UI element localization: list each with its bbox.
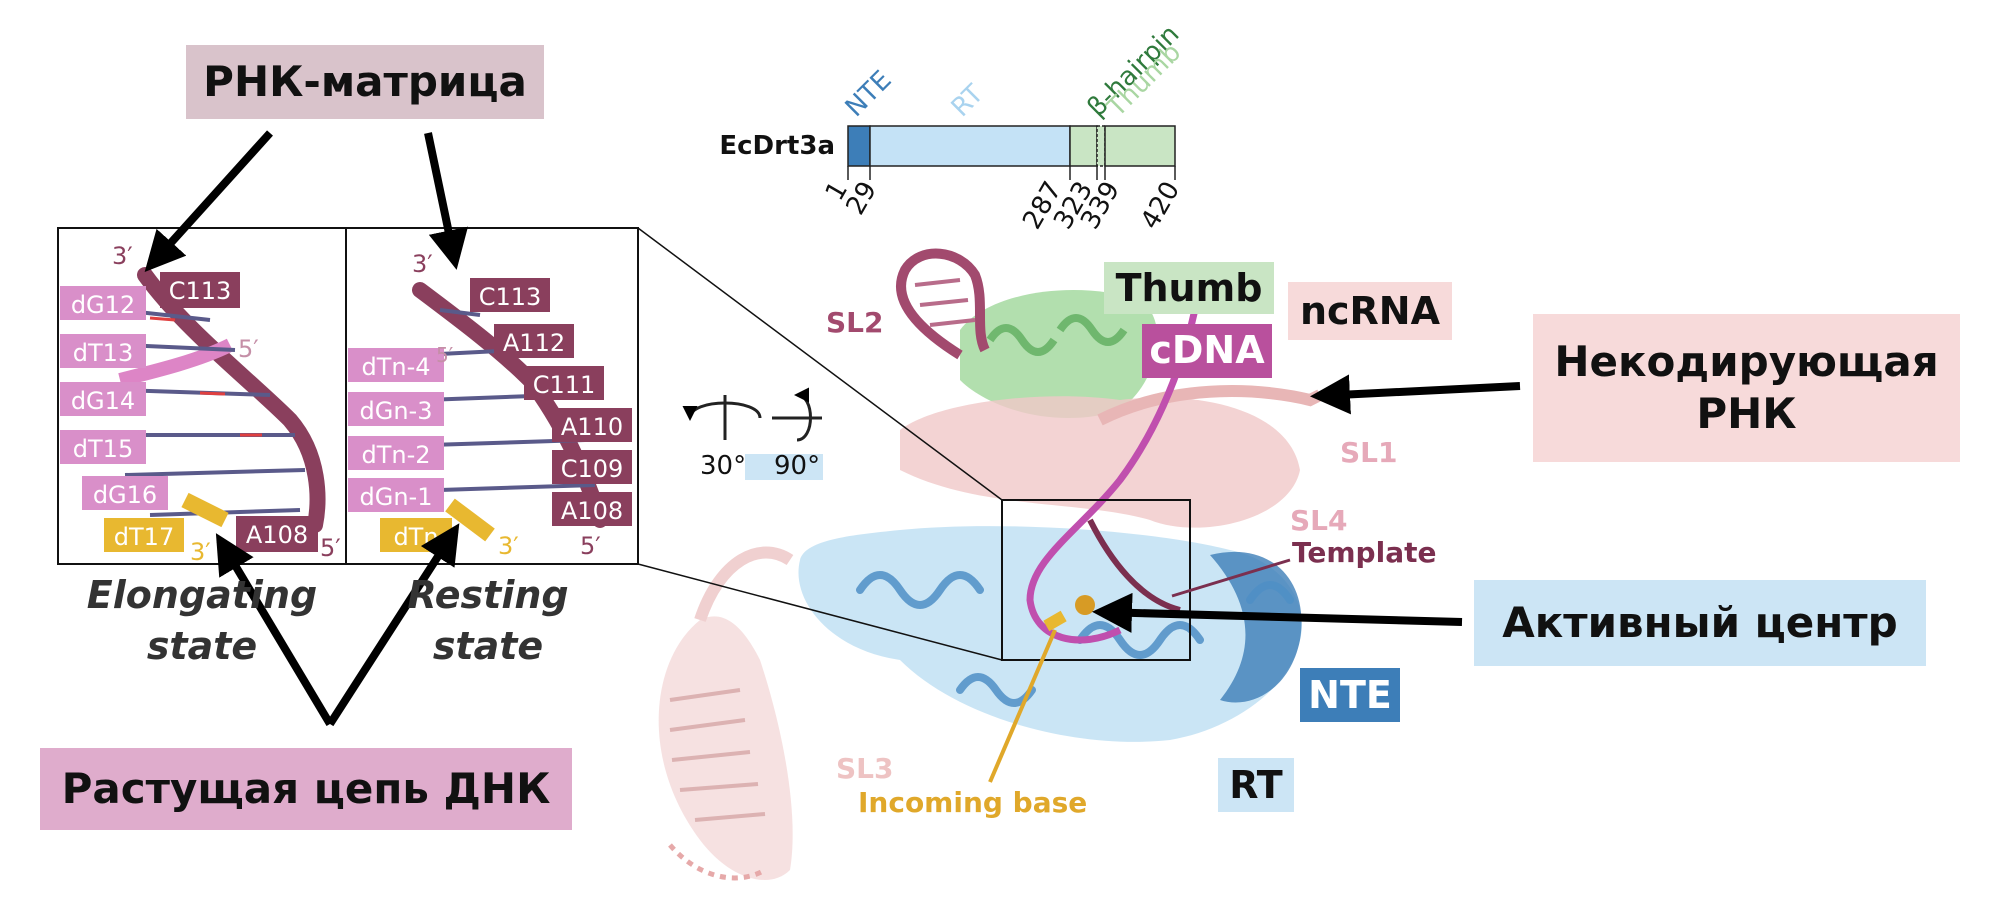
primer-label: dTn-2	[361, 441, 430, 469]
template-label: C113	[479, 283, 542, 311]
primer-label: dGn-3	[360, 397, 433, 425]
end-label: 3′	[412, 250, 433, 278]
callout-text-line1: Некодирующая	[1554, 336, 1939, 386]
incoming-label: dT17	[114, 523, 174, 551]
callout-text-line2: РНК	[1696, 389, 1797, 438]
callout-active-center: Активный центр	[1474, 580, 1926, 666]
end-label: 5′	[436, 343, 454, 367]
tick-29: 29	[841, 177, 884, 221]
end-label: 3′	[112, 242, 133, 270]
label-incoming-base: Incoming base	[858, 786, 1087, 819]
template-label: A108	[246, 521, 308, 549]
resting-labels: dTn-4 dGn-3 dTn-2 dGn-1 dTn C113 A112 C1…	[348, 250, 632, 560]
template-label: C113	[169, 277, 232, 305]
tick-420: 420	[1135, 177, 1186, 235]
template-label: A112	[503, 329, 565, 357]
end-label: 5′	[238, 335, 259, 363]
structure-labels: Thumb ncRNA cDNA SL2 SL1 SL4 SL3 Templat…	[826, 262, 1452, 819]
state-line2: state	[432, 624, 544, 669]
template-label: A110	[561, 413, 623, 441]
callout-text: РНК-матрица	[203, 56, 527, 106]
incoming-label: dTn	[393, 523, 438, 551]
domain-label-nte: NTE	[840, 65, 898, 123]
annotation-arrows	[144, 130, 1521, 727]
primer-label: dT13	[73, 339, 133, 367]
state-resting: Resting state	[368, 570, 608, 673]
label-sl2: SL2	[826, 306, 884, 339]
domain-hairpin	[1096, 125, 1106, 167]
state-line2: state	[146, 624, 258, 669]
state-line1: Elongating	[86, 573, 318, 617]
structure-illustration	[658, 248, 1323, 881]
domain-thumb	[1104, 125, 1176, 167]
elongating-labels: dG12 dT13 dG14 dT15 dG16 dT17 C113 A108 …	[60, 242, 341, 566]
end-label: 5′	[580, 532, 601, 560]
label-nte: NTE	[1308, 673, 1392, 717]
label-cdna: cDNA	[1149, 328, 1265, 372]
label-thumb: Thumb	[1116, 266, 1263, 310]
callout-rna-template: РНК-матрица	[186, 45, 544, 119]
domain-linker	[1069, 125, 1098, 167]
primer-label: dGn-1	[360, 483, 433, 511]
protein-label: EcDrt3a	[719, 131, 835, 161]
label-sl1: SL1	[1340, 436, 1398, 469]
label-ncrna: ncRNA	[1300, 289, 1441, 333]
end-label: 5′	[320, 534, 341, 562]
callout-text: Активный центр	[1502, 597, 1898, 647]
primer-label: dG14	[71, 387, 135, 415]
label-template: Template	[1292, 536, 1436, 569]
domain-nte	[847, 125, 871, 167]
end-label: 3′	[190, 538, 211, 566]
template-label: C111	[533, 371, 596, 399]
callout-growing-dna: Растущая цепь ДНК	[40, 748, 572, 830]
label-sl4: SL4	[1290, 504, 1348, 537]
primer-label: dG12	[71, 291, 135, 319]
domain-label-rt: RT	[946, 79, 990, 123]
template-label: C109	[561, 455, 624, 483]
rotation-angle-90: 90°	[774, 451, 820, 481]
rotation-angle-30: 30°	[700, 451, 746, 481]
primer-label: dG16	[93, 481, 157, 509]
template-label: A108	[561, 497, 623, 525]
state-line1: Resting	[407, 573, 569, 617]
label-rt: RT	[1229, 763, 1283, 807]
callout-noncoding-rna: Некодирующая РНК	[1533, 314, 1960, 462]
primer-label: dT15	[73, 435, 133, 463]
domain-rt	[869, 125, 1071, 167]
label-sl3: SL3	[836, 752, 894, 785]
domain-bar: EcDrt3a NTE RT β-hairpin Thumb 1 29 287 …	[719, 19, 1187, 234]
rotation-symbol: 30° 90°	[682, 387, 823, 481]
state-elongating: Elongating state	[82, 570, 322, 673]
callout-text: Растущая цепь ДНК	[61, 763, 551, 813]
primer-label: dTn-4	[361, 353, 430, 381]
end-label: 3′	[498, 532, 519, 560]
